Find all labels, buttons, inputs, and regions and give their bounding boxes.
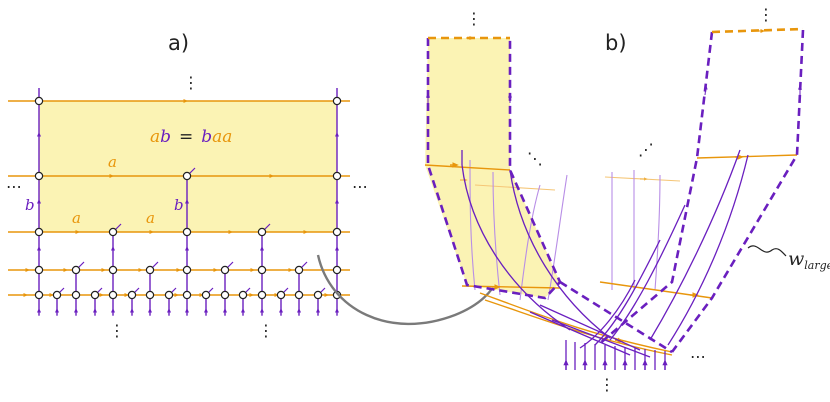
- ellipsis-bottom-right-b: ⋯: [690, 347, 706, 366]
- purple-arrows: [37, 132, 339, 316]
- ellipsis-bottom-b: ⋮: [599, 375, 615, 394]
- eq-rhs-aa: aa: [212, 127, 232, 147]
- map-arrow: [316, 254, 504, 325]
- yellow-region-b: [425, 38, 560, 298]
- eq-rhs-b: b: [201, 127, 212, 147]
- w-label-subscript: large: [804, 259, 830, 272]
- ellipsis-right: ⋯: [352, 177, 368, 196]
- edge-label-b-left: b: [25, 196, 35, 214]
- relation-equation: ab=baa: [150, 127, 232, 147]
- edge-label-b-mid: b: [174, 196, 184, 214]
- ellipsis-bottom-left: ⋮: [109, 321, 125, 340]
- ellipsis-mid-left-b: ⋱: [527, 149, 543, 168]
- w-large-label: wlarge: [788, 248, 830, 272]
- ellipsis-top-left-b: ⋮: [466, 9, 482, 28]
- dashed-boundary: [426, 29, 805, 354]
- boundary-arrows: [426, 29, 802, 103]
- eq-lhs-a: a: [150, 127, 160, 147]
- ellipsis-top: ⋮: [183, 73, 199, 92]
- edge-label-a-left: a: [72, 209, 81, 227]
- w-label-squiggle: [747, 245, 787, 257]
- panel-a: a): [6, 31, 368, 340]
- eq-lhs-b: b: [160, 127, 171, 147]
- panel-b: b): [424, 5, 830, 394]
- panel-b-label: b): [605, 31, 627, 55]
- yellow-region: [39, 101, 337, 232]
- w-label-main: w: [788, 248, 804, 270]
- edge-label-a-right: a: [146, 209, 155, 227]
- panel-a-label: a): [168, 31, 189, 55]
- ellipsis-top-right-b: ⋮: [758, 5, 774, 24]
- ellipsis-bottom-right: ⋮: [258, 321, 274, 340]
- eq-equals: =: [179, 127, 193, 147]
- ellipsis-left: ⋯: [6, 177, 22, 196]
- purple-strands-b: [461, 149, 749, 370]
- edge-label-a-top: a: [108, 153, 117, 171]
- ellipsis-mid-right-b: ⋰: [638, 140, 654, 159]
- lattice-vertices: [34, 96, 342, 300]
